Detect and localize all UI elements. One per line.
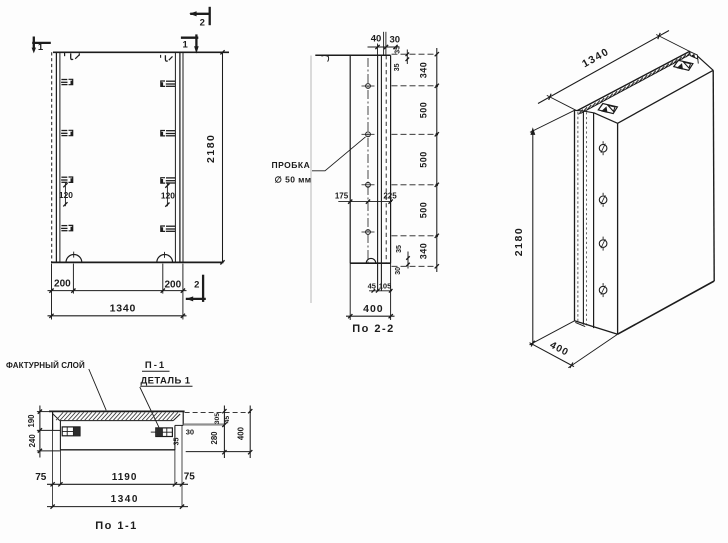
svg-text:По 2-2: По 2-2 — [352, 323, 395, 335]
svg-text:400: 400 — [236, 426, 245, 440]
svg-text:175: 175 — [335, 192, 349, 201]
svg-text:ДЕТАЛЬ 1: ДЕТАЛЬ 1 — [141, 375, 191, 386]
svg-text:305: 305 — [214, 413, 221, 425]
svg-text:35: 35 — [396, 245, 403, 253]
svg-text:35: 35 — [394, 46, 401, 54]
svg-text:340: 340 — [418, 62, 428, 79]
svg-text:120: 120 — [59, 190, 73, 200]
svg-text:1: 1 — [38, 42, 44, 53]
svg-text:240: 240 — [28, 434, 37, 448]
svg-text:30: 30 — [390, 34, 401, 45]
svg-text:75: 75 — [35, 472, 47, 483]
svg-text:200: 200 — [164, 280, 181, 291]
svg-text:120: 120 — [161, 191, 175, 201]
svg-text:ФАКТУРНЫЙ СЛОЙ: ФАКТУРНЫЙ СЛОЙ — [6, 361, 85, 370]
svg-text:1340: 1340 — [111, 494, 139, 505]
svg-text:500: 500 — [418, 202, 428, 219]
svg-text:225: 225 — [383, 192, 397, 201]
svg-text:40: 40 — [371, 34, 382, 45]
svg-text:340: 340 — [418, 243, 428, 260]
svg-text:35: 35 — [394, 63, 401, 71]
svg-text:280: 280 — [210, 431, 219, 445]
svg-text:1: 1 — [183, 40, 189, 51]
svg-text:35: 35 — [174, 438, 181, 446]
svg-text:200: 200 — [54, 279, 71, 290]
svg-text:2180: 2180 — [205, 134, 217, 163]
svg-text:1190: 1190 — [112, 472, 138, 483]
svg-text:30: 30 — [186, 427, 194, 436]
svg-text:105: 105 — [379, 282, 392, 291]
svg-text:500: 500 — [418, 102, 428, 119]
svg-text:190: 190 — [27, 414, 36, 428]
svg-text:По 1-1: По 1-1 — [95, 520, 138, 532]
svg-text:∅ 50 мм: ∅ 50 мм — [275, 175, 312, 185]
svg-text:2180: 2180 — [513, 227, 525, 256]
svg-text:400: 400 — [363, 303, 384, 315]
svg-text:45: 45 — [224, 416, 231, 424]
svg-text:П-1: П-1 — [145, 360, 166, 371]
svg-text:30: 30 — [395, 267, 402, 275]
svg-text:2: 2 — [194, 280, 199, 291]
svg-text:45: 45 — [368, 281, 376, 290]
svg-text:ПРОБКА: ПРОБКА — [272, 160, 311, 170]
svg-text:75: 75 — [184, 472, 196, 483]
svg-text:500: 500 — [418, 151, 428, 168]
svg-text:2: 2 — [200, 18, 205, 29]
svg-text:1340: 1340 — [110, 303, 137, 315]
